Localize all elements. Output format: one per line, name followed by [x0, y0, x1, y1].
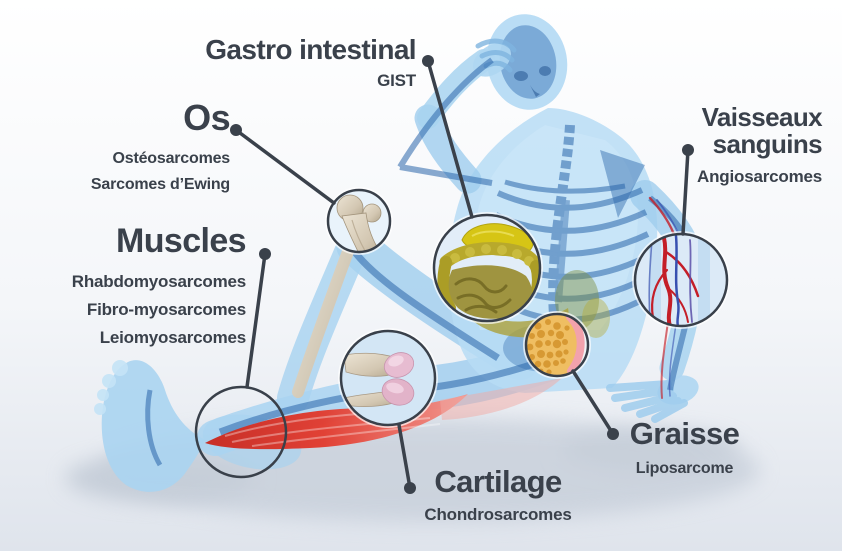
cartilage-callout-content: [341, 331, 435, 425]
label-subtitle: Chondrosarcomes: [424, 504, 572, 524]
label-title: Muscles: [116, 222, 247, 260]
fat-callout-ring: [524, 312, 590, 378]
leader-cartilage: [397, 423, 412, 490]
scapula-bone: [600, 150, 645, 218]
leader-dots: [230, 55, 694, 494]
label-title: Cartilage: [434, 464, 562, 499]
label-subtitle: Rhabdomyosarcomes: [71, 271, 246, 291]
toes: [94, 360, 128, 415]
intestine-callout-ring: [432, 213, 542, 323]
label-gastro-intestinal: Gastro intestinal GIST: [140, 34, 416, 91]
label-title: Vaisseaux sanguins: [701, 102, 823, 159]
fat-lobules: [526, 319, 570, 375]
dot-gastro: [422, 55, 434, 67]
label-graisse: Graisse Liposarcome: [602, 418, 767, 478]
label-title: Graisse: [629, 416, 740, 451]
label-subtitle: Ostéosarcomes: [112, 149, 231, 167]
label-subtitle: Sarcomes d’Ewing: [90, 175, 230, 193]
leader-lines: [234, 59, 690, 490]
label-muscles: Muscles Rhabdomyosarcomes Fibro-myosarco…: [56, 222, 247, 352]
dot-graisse: [607, 428, 619, 440]
dot-muscles: [259, 248, 271, 260]
face-features: [514, 66, 551, 97]
label-subtitle: Liposarcome: [635, 459, 734, 477]
callout-rings: [194, 187, 730, 479]
femur-shaft: [292, 240, 356, 398]
skull: [499, 25, 557, 99]
head: [486, 14, 568, 110]
label-os: Os Ostéosarcomes Sarcomes d’Ewing: [60, 97, 231, 198]
dot-cartilage: [404, 482, 416, 494]
leader-graisse: [571, 369, 615, 436]
leader-vaisseaux: [681, 148, 690, 236]
vessel-callout-content: [635, 234, 727, 326]
dot-os: [230, 124, 242, 136]
muscle-callout-ring: [194, 385, 288, 479]
label-subtitle: Fibro-myosarcomes: [86, 299, 246, 319]
leader-gastro: [426, 59, 474, 219]
label-cartilage: Cartilage Chondrosarcomes: [402, 466, 594, 525]
label-subtitle: Angiosarcomes: [697, 167, 822, 186]
label-title: Gastro intestinal: [205, 34, 416, 65]
label-vaisseaux-sanguins: Vaisseaux sanguins Angiosarcomes: [672, 102, 823, 187]
bone-callout-ring: [326, 188, 392, 254]
dot-vaisseaux: [682, 144, 694, 156]
label-subtitle: GIST: [377, 70, 416, 90]
label-subtitle: Leiomyosarcomes: [99, 327, 246, 347]
leader-os: [234, 128, 336, 205]
label-title: Os: [183, 97, 230, 138]
vessel-callout-ring: [633, 232, 729, 328]
leader-muscles: [245, 252, 267, 389]
cartilage-callout-ring: [339, 329, 437, 427]
near-foot: [101, 360, 205, 492]
